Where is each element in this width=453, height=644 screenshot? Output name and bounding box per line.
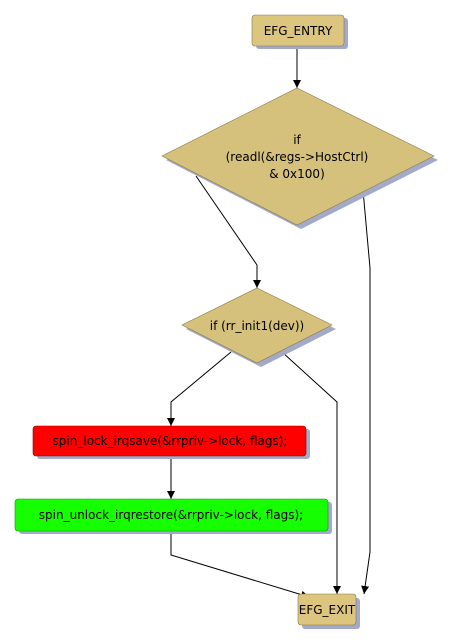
node-lock-label: spin_lock_irqsave(&rrpriv->lock, flags); bbox=[53, 434, 288, 448]
node-exit-label: EFG_EXIT bbox=[299, 603, 356, 617]
node-cond2: if (rr_init1(dev)) bbox=[181, 287, 336, 367]
node-cond1-label-line3: & 0x100) bbox=[269, 167, 325, 181]
node-unlock-label: spin_unlock_irqrestore(&rrpriv->lock, fl… bbox=[39, 508, 303, 522]
edge-cond1-true-to-cond2 bbox=[195, 175, 261, 288]
node-lock: spin_lock_irqsave(&rrpriv->lock, flags); bbox=[32, 425, 310, 459]
edge-cond1-false-to-exit bbox=[361, 189, 371, 595]
node-unlock: spin_unlock_irqrestore(&rrpriv->lock, fl… bbox=[14, 498, 332, 534]
node-entry-box bbox=[251, 14, 345, 47]
node-cond1-diamond bbox=[161, 87, 435, 226]
node-cond1-label-line2: (readl(&regs->HostCtrl) bbox=[226, 150, 369, 164]
node-entry: EFG_ENTRY bbox=[251, 14, 348, 49]
node-cond2-diamond bbox=[181, 287, 333, 364]
node-cond1-label-line1: if bbox=[293, 133, 301, 147]
edge-cond2-false-to-exit bbox=[281, 351, 341, 594]
edge-unlock-to-exit bbox=[170, 531, 310, 599]
edge-cond2-true-to-lock bbox=[167, 351, 232, 426]
node-cond2-label: if (rr_init1(dev)) bbox=[210, 319, 304, 333]
node-exit: EFG_EXIT bbox=[297, 593, 360, 629]
node-exit-box bbox=[297, 593, 357, 626]
node-entry-label: EFG_ENTRY bbox=[264, 24, 333, 38]
edges bbox=[167, 46, 371, 599]
node-cond1: if (readl(&regs->HostCtrl) & 0x100) bbox=[161, 87, 438, 229]
node-lock-box bbox=[32, 425, 307, 457]
node-unlock-box bbox=[14, 498, 329, 532]
